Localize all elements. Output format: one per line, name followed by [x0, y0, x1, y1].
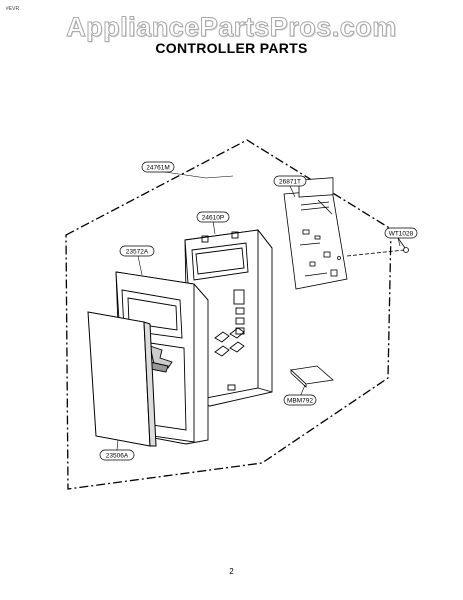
callout-text: WT1028 [389, 231, 414, 238]
callout-text: 24610P [202, 215, 224, 222]
corner-code: #EVR [6, 6, 20, 12]
front-panel [87, 311, 157, 447]
callout-label: 23506A [99, 449, 135, 461]
callout-label: MBM792 [283, 394, 317, 406]
callout-label: 24610P [196, 211, 230, 223]
callout-label: 23572A [119, 245, 155, 257]
membrane-part [290, 365, 334, 388]
callout-text: 26871T [279, 179, 301, 186]
callout-label: WT1028 [384, 227, 418, 239]
callout-text: 24761M [146, 165, 170, 172]
pcb-board [283, 177, 348, 290]
callout-text: MBM792 [287, 398, 313, 405]
assembly-boundary [65, 139, 392, 490]
page-number: 2 [229, 567, 234, 576]
callout-labels: 24761M 26871T 24610P 23572A WT1028 MBM79… [99, 161, 418, 461]
watermark-logo: AppliancePartsPros.com [66, 12, 397, 43]
callout-label: 24761M [141, 161, 175, 173]
callout-label: 26871T [273, 175, 307, 187]
callout-text: 23572A [126, 249, 149, 256]
page-title: CONTROLLER PARTS [155, 40, 308, 56]
screw-part [346, 237, 409, 257]
callout-text: 23506A [106, 453, 129, 460]
